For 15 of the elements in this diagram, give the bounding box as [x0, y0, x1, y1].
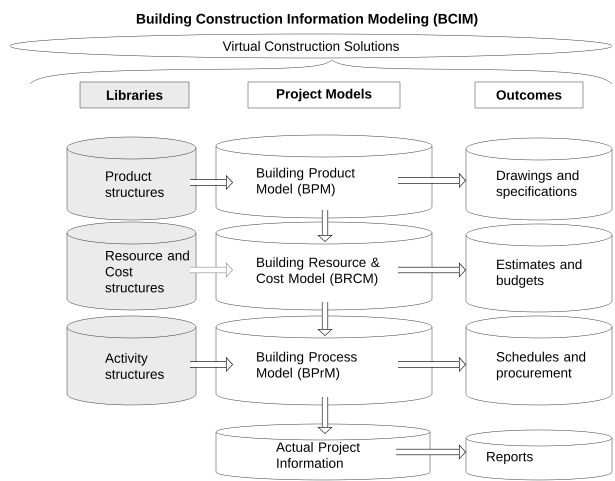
database-cylinder: Building Process Model (BPrM) [216, 316, 432, 406]
database-cylinder: Drawings and specifications [466, 138, 612, 220]
column-header: Project Models [248, 82, 400, 108]
database-cylinder: Activity structures [66, 316, 196, 406]
database-cylinder: Product structures [66, 136, 196, 220]
database-cylinder: Schedules and procurement [466, 316, 612, 406]
database-cylinder: Resource and Cost structures [66, 222, 196, 310]
database-cylinder: Estimates and budgets [466, 224, 612, 312]
column-header: Libraries [80, 82, 190, 108]
database-cylinder: Reports [466, 430, 612, 480]
column-header: Outcomes [474, 82, 584, 108]
database-cylinder: Building Product Model (BPM) [216, 134, 432, 218]
database-cylinder: Building Resource & Cost Model (BRCM) [216, 222, 432, 310]
database-cylinder: Actual Project Information [216, 424, 430, 480]
title: Building Construction Information Modeling (BCIM) [136, 13, 478, 27]
